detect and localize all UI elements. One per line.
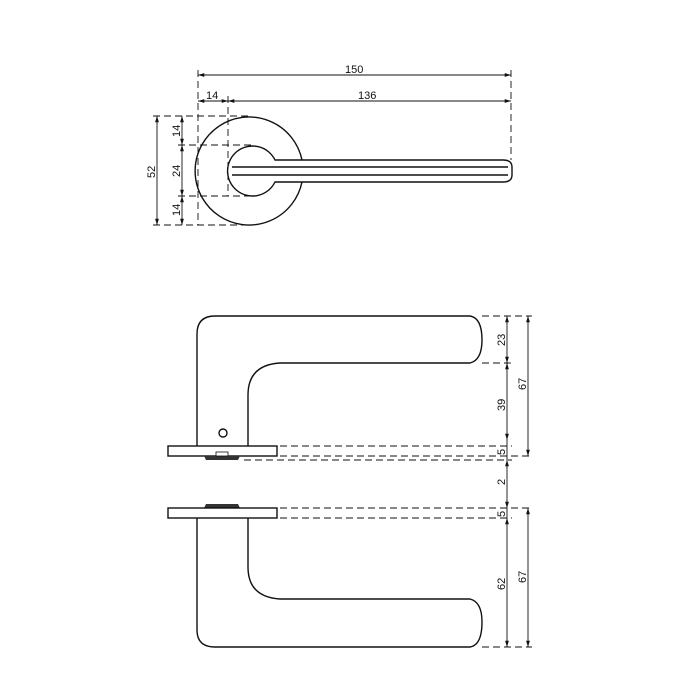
lever-groove <box>232 166 508 176</box>
dim-label-39: 39 <box>496 399 508 411</box>
lever-outline <box>226 145 513 197</box>
lower-rose-plate <box>167 507 278 519</box>
dim-label-24: 24 <box>171 165 183 177</box>
dim-label-62: 62 <box>496 578 508 590</box>
upper-spindle-bush <box>204 456 240 460</box>
top-extension-lines <box>153 70 512 226</box>
set-screw-hole <box>218 428 228 438</box>
dim-label-150: 150 <box>345 64 363 76</box>
top-view: 150 14 136 52 14 24 14 <box>146 64 513 226</box>
dim-label-14-lower: 14 <box>171 204 183 216</box>
dim-label-2: 2 <box>496 479 508 485</box>
dim-label-67-bottom: 67 <box>517 571 529 583</box>
lower-spindle-bush <box>204 504 240 508</box>
dim-label-5-bottom: 5 <box>496 511 508 517</box>
side-extension-lines <box>244 315 532 648</box>
dim-label-14-upper: 14 <box>171 125 183 137</box>
side-view: 23 39 5 2 5 62 67 67 <box>167 315 532 648</box>
upper-lever-outline <box>196 315 483 446</box>
dim-label-52: 52 <box>146 166 158 178</box>
upper-spindle-key <box>215 451 229 457</box>
dim-label-23: 23 <box>496 334 508 346</box>
lower-lever-outline <box>196 518 483 648</box>
dim-label-5-top: 5 <box>496 449 508 455</box>
dim-label-67-top: 67 <box>517 378 529 390</box>
dim-label-14-horizontal: 14 <box>206 90 218 102</box>
dim-label-136: 136 <box>358 90 376 102</box>
rose-outline <box>194 116 303 226</box>
